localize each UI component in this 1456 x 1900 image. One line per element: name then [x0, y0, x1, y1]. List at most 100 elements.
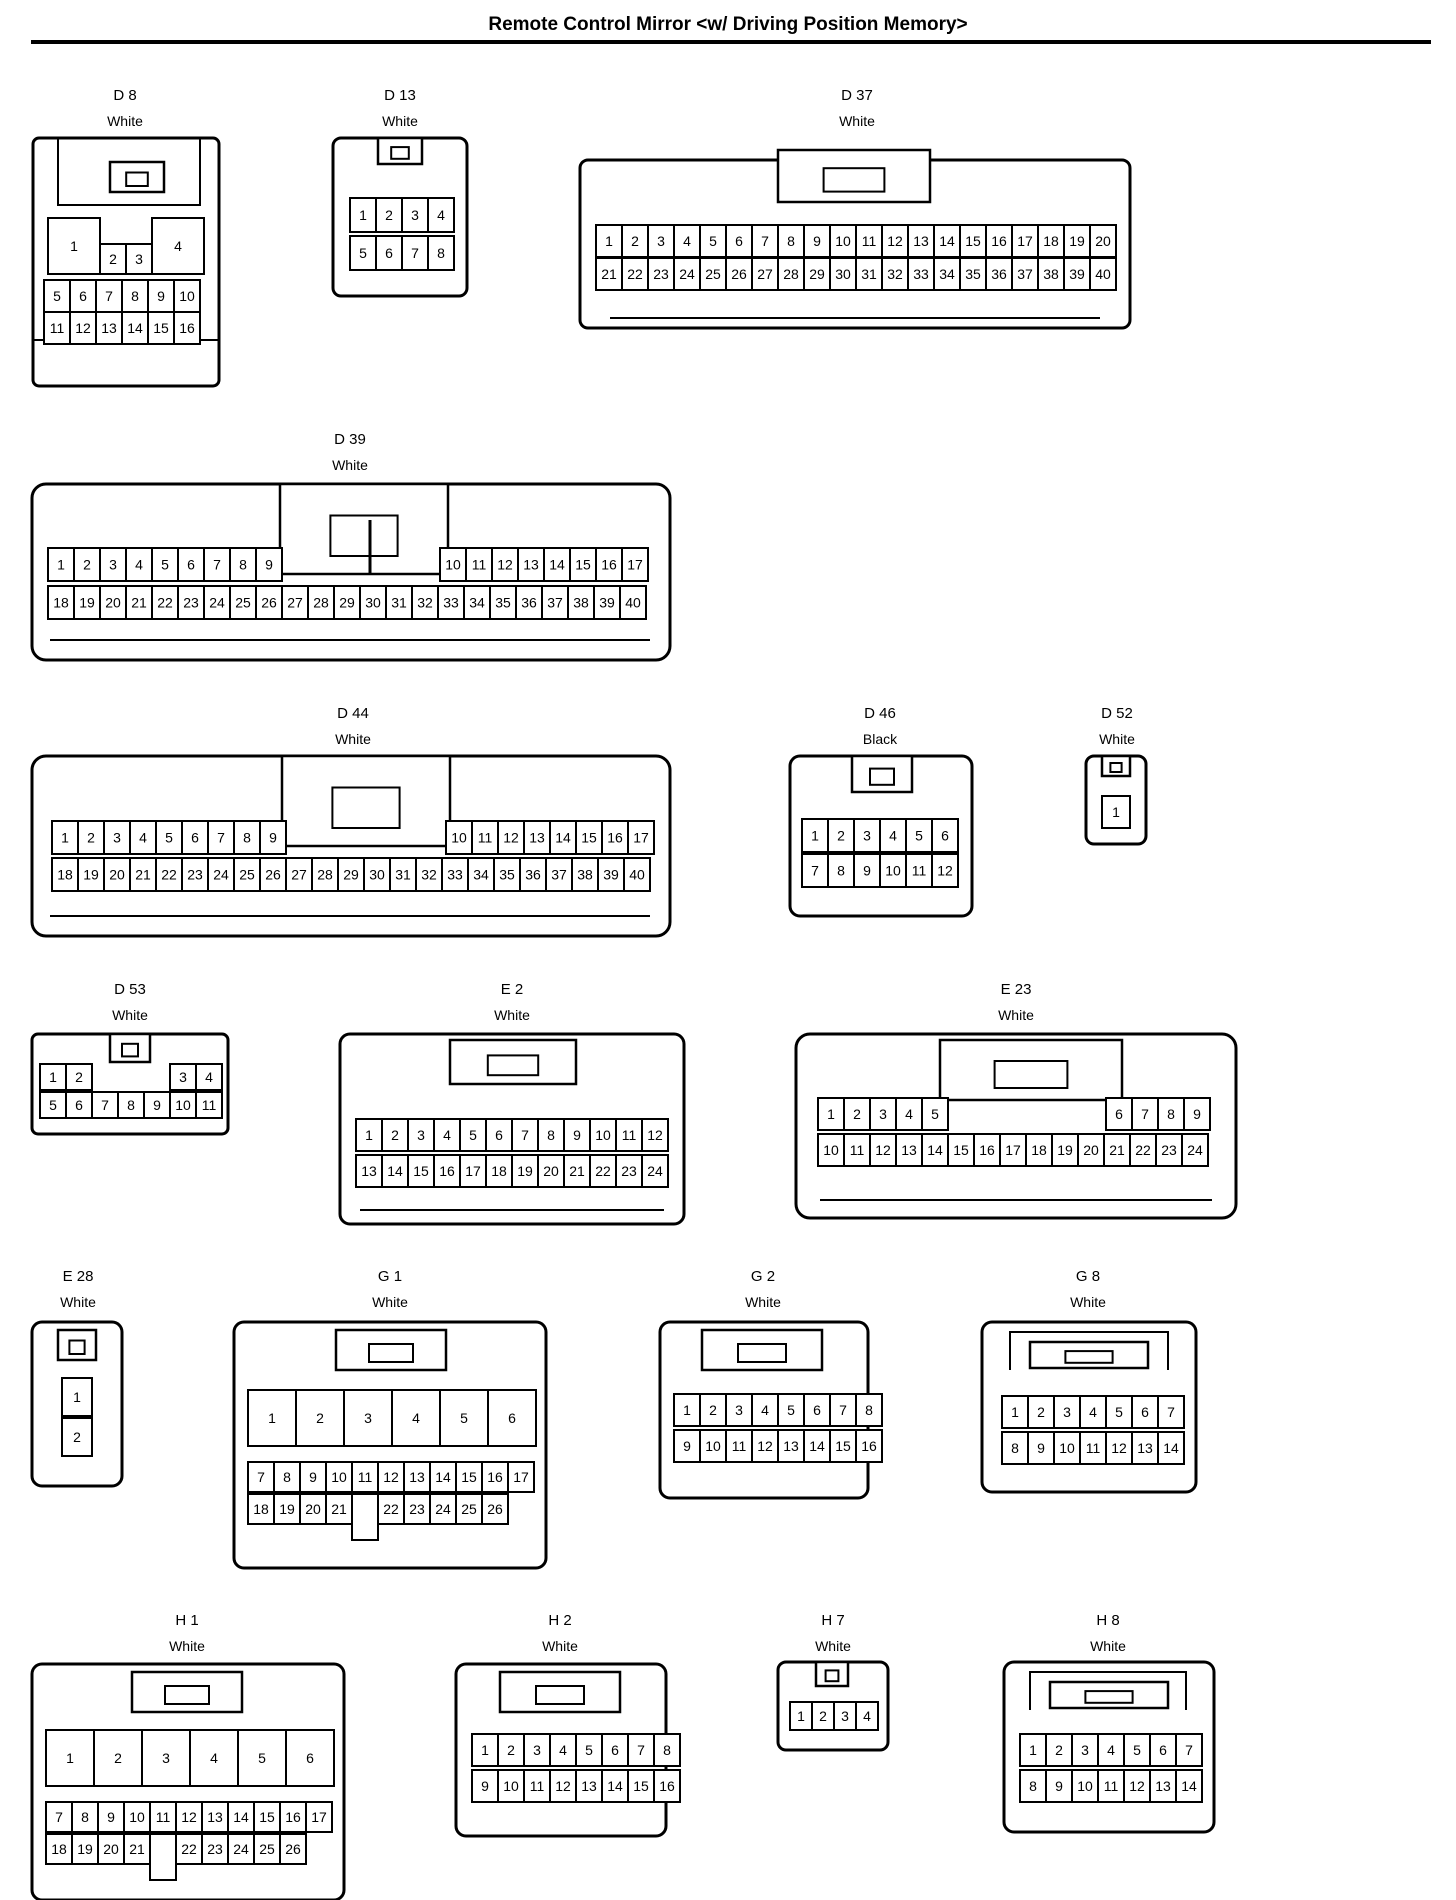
pin-g1-25: 25	[461, 1501, 477, 1517]
pin-e23-3: 3	[879, 1106, 887, 1122]
title-divider	[31, 40, 1431, 44]
pin-e23-16: 16	[979, 1142, 995, 1158]
pin-d44-20: 20	[109, 867, 125, 883]
pin-e28-2: 2	[73, 1429, 81, 1445]
pin-d37-8: 8	[787, 233, 795, 249]
pin-d44-32: 32	[421, 867, 437, 883]
pin-g1-9: 9	[309, 1469, 317, 1485]
pin-g1-11: 11	[358, 1469, 373, 1485]
connector-id-d44: D 44	[337, 705, 369, 722]
pin-h2-15: 15	[633, 1778, 649, 1794]
pin-d44-38: 38	[577, 867, 593, 883]
pin-d39-10: 10	[445, 557, 461, 573]
pin-e28-1: 1	[73, 1389, 81, 1405]
connector-color-d52: White	[1099, 731, 1135, 747]
connector-id-d37: D 37	[841, 87, 873, 104]
pin-e2-8: 8	[547, 1127, 555, 1143]
pin-e2-7: 7	[521, 1127, 529, 1143]
pin-d13-8: 8	[437, 245, 445, 261]
pin-d37-19: 19	[1069, 233, 1085, 249]
pin-d13-7: 7	[411, 245, 419, 261]
pin-d44-23: 23	[187, 867, 203, 883]
pin-d44-4: 4	[139, 830, 147, 846]
pin-d8-11: 11	[50, 320, 65, 336]
connector-color-d8: White	[107, 113, 143, 129]
pin-g8-8: 8	[1011, 1440, 1019, 1456]
pin-d46-11: 11	[912, 863, 927, 879]
pin-d39-20: 20	[105, 595, 121, 611]
pin-d8-6: 6	[79, 288, 87, 304]
pin-g1-5: 5	[460, 1410, 468, 1426]
pin-d37-34: 34	[939, 266, 955, 282]
connector-id-h2: H 2	[548, 1612, 571, 1629]
connector-color-d53: White	[112, 1007, 148, 1023]
pin-d39-14: 14	[549, 557, 565, 573]
pin-d39-9: 9	[265, 557, 273, 573]
pin-g2-8: 8	[865, 1402, 873, 1418]
pin-h1-11: 11	[156, 1809, 171, 1825]
pin-g1-4: 4	[412, 1410, 420, 1426]
connector-id-g2: G 2	[751, 1268, 775, 1285]
connector-color-d46: Black	[863, 731, 898, 747]
pin-d44-27: 27	[291, 867, 307, 883]
pin-d44-40: 40	[629, 867, 645, 883]
pin-h2-10: 10	[503, 1778, 519, 1794]
pin-h1-9: 9	[107, 1809, 115, 1825]
pin-h2-9: 9	[481, 1778, 489, 1794]
pin-d37-29: 29	[809, 266, 825, 282]
pin-d37-10: 10	[835, 233, 851, 249]
pin-d44-5: 5	[165, 830, 173, 846]
pin-d44-36: 36	[525, 867, 541, 883]
connector-color-e23: White	[998, 1007, 1034, 1023]
connector-id-d39: D 39	[334, 431, 366, 448]
pin-h8-6: 6	[1159, 1742, 1167, 1758]
pin-e2-5: 5	[469, 1127, 477, 1143]
pin-g8-10: 10	[1059, 1440, 1075, 1456]
pin-h1-24: 24	[233, 1841, 249, 1857]
pin-h1-7: 7	[55, 1809, 63, 1825]
pin-d39-33: 33	[443, 595, 459, 611]
pin-h1-2: 2	[114, 1750, 122, 1766]
pin-d44-13: 13	[529, 830, 545, 846]
pin-e2-1: 1	[365, 1127, 373, 1143]
pin-d39-25: 25	[235, 595, 251, 611]
pin-e2-2: 2	[391, 1127, 399, 1143]
pin-d46-8: 8	[837, 863, 845, 879]
pin-d37-39: 39	[1069, 266, 1085, 282]
pin-d44-39: 39	[603, 867, 619, 883]
pin-e2-11: 11	[622, 1127, 637, 1143]
pin-h8-13: 13	[1155, 1778, 1171, 1794]
connector-id-g1: G 1	[378, 1268, 402, 1285]
pin-d37-11: 11	[862, 233, 877, 249]
pin-d8-16: 16	[179, 320, 195, 336]
pin-h8-5: 5	[1133, 1742, 1141, 1758]
pin-e23-22: 22	[1135, 1142, 1151, 1158]
pin-g2-3: 3	[735, 1402, 743, 1418]
pin-h1-12: 12	[181, 1809, 197, 1825]
pin-d44-24: 24	[213, 867, 229, 883]
pin-e23-4: 4	[905, 1106, 913, 1122]
pin-d37-4: 4	[683, 233, 691, 249]
pin-e23-17: 17	[1005, 1142, 1021, 1158]
pin-e23-13: 13	[901, 1142, 917, 1158]
pin-d44-26: 26	[265, 867, 281, 883]
pin-e2-4: 4	[443, 1127, 451, 1143]
pin-d39-8: 8	[239, 557, 247, 573]
pin-h1-18: 18	[51, 1841, 67, 1857]
pin-d37-1: 1	[605, 233, 613, 249]
pin-g1-21: 21	[331, 1501, 347, 1517]
pin-e23-11: 11	[850, 1142, 865, 1158]
pin-g8-11: 11	[1086, 1440, 1101, 1456]
pin-e2-24: 24	[647, 1163, 663, 1179]
pin-d39-32: 32	[417, 595, 433, 611]
pin-g2-4: 4	[761, 1402, 769, 1418]
pin-h1-6: 6	[306, 1750, 314, 1766]
pin-d37-31: 31	[861, 266, 877, 282]
pin-d44-25: 25	[239, 867, 255, 883]
